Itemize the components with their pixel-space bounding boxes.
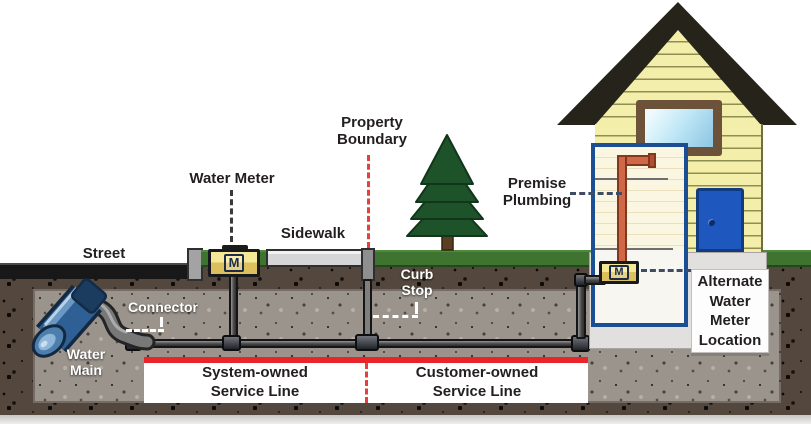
alt-meter-label: Alternate Water Meter Location <box>697 273 763 349</box>
house-meter-box: M <box>599 261 639 284</box>
premise-plumbing-pipe <box>617 155 627 265</box>
premise-plumbing-leader <box>570 192 622 195</box>
connector-leader-h <box>126 329 164 332</box>
street-surface <box>0 263 188 279</box>
water-main-label: Water Main <box>66 346 106 378</box>
customer-owned-label: Customer-owned Service Line <box>415 364 539 400</box>
connector-label: Connector <box>128 299 198 315</box>
ground-bottom-edge <box>0 415 811 424</box>
basement-cutaway <box>591 143 688 327</box>
property-boundary-dash <box>367 155 370 248</box>
connector-leader-v <box>160 317 163 327</box>
curb-stop-leader-h <box>373 315 418 318</box>
curb-stop-riser <box>363 279 372 337</box>
window-glass <box>645 109 713 147</box>
system-owned-label: System-owned Service Line <box>202 364 308 400</box>
floor-line-upper <box>595 178 668 180</box>
sidewalk-label: Sidewalk <box>280 225 346 242</box>
premise-plumbing-label: Premise Plumbing <box>502 175 572 209</box>
water-main-pipe <box>31 278 156 358</box>
house-meter-m-label: M <box>609 264 629 281</box>
door-knob <box>708 219 715 226</box>
alt-meter-leader-h <box>641 269 736 272</box>
street-meter-box: M <box>208 249 260 277</box>
house-door <box>696 188 744 252</box>
street-label: Street <box>82 245 126 262</box>
alt-meter-label-box: Alternate Water Meter Location <box>691 269 769 353</box>
curb-stop-box <box>361 248 375 281</box>
floor-line-lower <box>595 248 673 250</box>
property-boundary-label: Property Boundary <box>336 114 407 148</box>
pine-tree <box>406 134 488 251</box>
boundary-dash-banner <box>365 363 368 403</box>
premise-plumbing-cap <box>648 153 656 168</box>
street-meter-lid <box>222 245 248 250</box>
curb-stop-tee <box>355 334 379 351</box>
water-meter-leader <box>230 190 233 242</box>
street-meter-m-label: M <box>223 254 245 272</box>
curb-stop-leader-v <box>415 302 418 314</box>
curb-stop-label: Curb Stop <box>400 266 434 298</box>
sidewalk-slab <box>266 249 363 267</box>
meter-riser-tee <box>222 335 241 351</box>
water-meter-label: Water Meter <box>189 170 275 187</box>
street-meter-riser <box>229 272 238 338</box>
